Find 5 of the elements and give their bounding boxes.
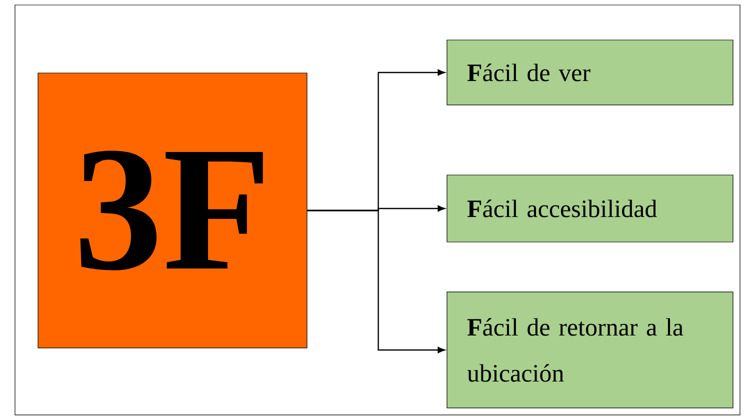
item-box: Fácil accesibilidad (446, 174, 734, 242)
item-box: Fácil de retornar a la ubicación (446, 292, 734, 408)
title-box: 3F (38, 72, 308, 348)
item-box: Fácil de ver (446, 40, 734, 106)
arrow (307, 210, 445, 354)
